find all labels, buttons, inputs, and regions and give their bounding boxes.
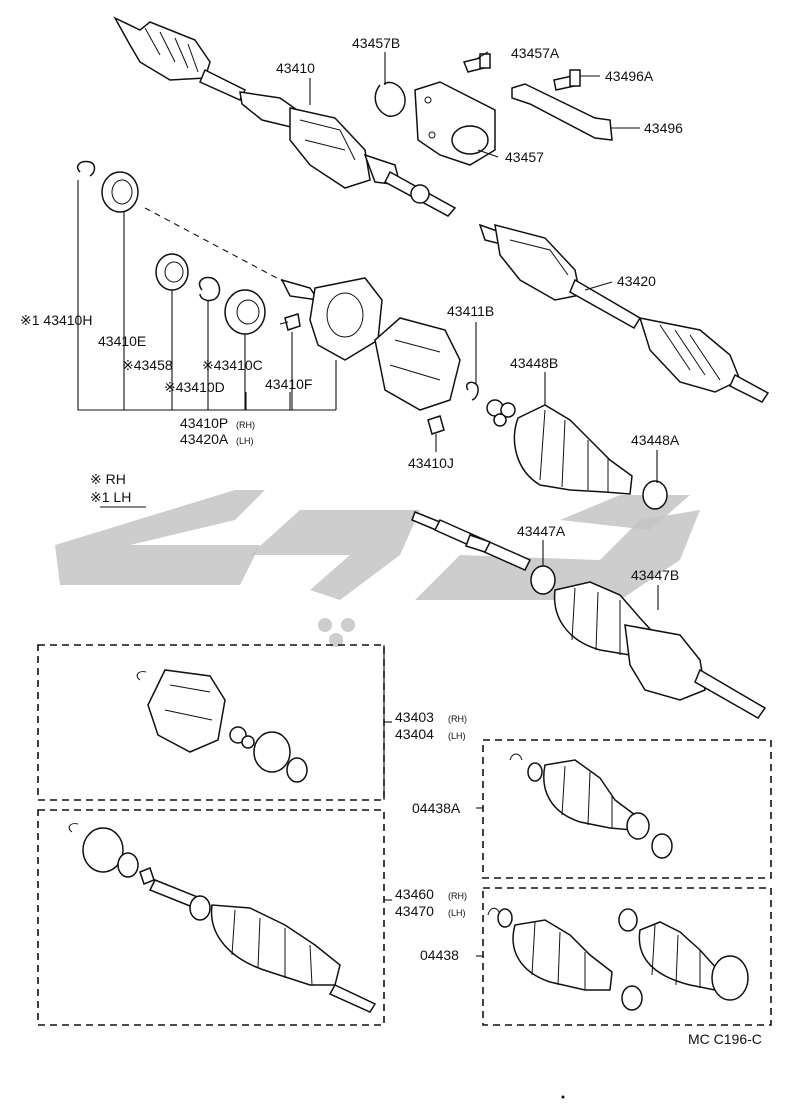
label-43404-side: (LH) bbox=[448, 731, 466, 741]
bearing-43410C[interactable] bbox=[224, 289, 266, 335]
bearing-bracket-43457[interactable] bbox=[414, 81, 496, 166]
label-43448B: 43448B bbox=[510, 355, 558, 371]
boot-43448B[interactable] bbox=[513, 404, 633, 495]
label-43457: 43457 bbox=[505, 149, 544, 165]
label-43410J: 43410J bbox=[408, 455, 454, 471]
legend-rh: ※ RH bbox=[90, 471, 126, 487]
drive-shaft-rh-assembly[interactable] bbox=[113, 16, 457, 217]
label-43460-side: (RH) bbox=[448, 891, 467, 901]
legend: ※ RH ※1 LH bbox=[90, 471, 146, 508]
label-43447B: 43447B bbox=[631, 567, 679, 583]
label-43411B: 43411B bbox=[447, 303, 494, 319]
snap-ring-43410H[interactable] bbox=[76, 160, 96, 177]
boot-kit-04438A[interactable] bbox=[509, 753, 673, 859]
label-43410D: ※43410D bbox=[164, 379, 225, 395]
leader-lines bbox=[77, 51, 659, 800]
label-04438: 04438 bbox=[420, 947, 459, 963]
legend-lh: ※1 LH bbox=[90, 489, 131, 505]
inboard-joint-43410P[interactable] bbox=[280, 277, 383, 361]
drive-shaft-kit[interactable] bbox=[68, 823, 377, 1013]
label-43410P: 43410P bbox=[180, 415, 228, 431]
label-43496A: 43496A bbox=[605, 68, 654, 84]
label-43410H: ※1 43410H bbox=[20, 312, 92, 328]
label-43420: 43420 bbox=[617, 273, 656, 289]
label-43447A: 43447A bbox=[517, 523, 566, 539]
label-43448A: 43448A bbox=[631, 432, 680, 448]
group-box-04438A bbox=[482, 739, 772, 879]
label-43496: 43496 bbox=[644, 120, 683, 136]
inboard-joint-kit[interactable] bbox=[136, 669, 308, 783]
figure-code: MC C196-C bbox=[688, 1031, 762, 1047]
label-43470-side: (LH) bbox=[448, 908, 466, 918]
label-43404: 43404 bbox=[395, 726, 434, 742]
label-43458: ※43458 bbox=[122, 357, 173, 373]
outer-race-43411B[interactable] bbox=[374, 317, 461, 411]
label-43403-side: (RH) bbox=[448, 714, 467, 724]
snap-ring-43410D[interactable] bbox=[198, 276, 221, 302]
label-43403: 43403 bbox=[395, 709, 434, 725]
bolt-43457A[interactable] bbox=[462, 53, 491, 73]
snap-ring-small[interactable] bbox=[465, 381, 479, 401]
oil-seal-43410E[interactable] bbox=[101, 171, 139, 213]
clamp-43447A[interactable] bbox=[530, 565, 556, 595]
snap-ring-43457B[interactable] bbox=[374, 81, 406, 117]
label-43410P-side: (RH) bbox=[236, 420, 255, 430]
label-43410C: ※43410C bbox=[202, 357, 263, 373]
label-43460: 43460 bbox=[395, 886, 434, 902]
watermark-logo bbox=[55, 490, 700, 647]
clamp-43448A[interactable] bbox=[642, 480, 668, 510]
seal-43458[interactable] bbox=[155, 253, 189, 291]
label-04438A: 04438A bbox=[412, 800, 461, 816]
label-43410: 43410 bbox=[276, 60, 315, 76]
drive-shaft-lh-assembly[interactable] bbox=[478, 223, 770, 403]
label-43470: 43470 bbox=[395, 903, 434, 919]
intermediate-shaft[interactable] bbox=[411, 511, 532, 571]
bolt-43410F[interactable] bbox=[279, 313, 301, 331]
group-box-43460 bbox=[37, 809, 385, 1026]
label-43410E: 43410E bbox=[98, 333, 146, 349]
dot-mark bbox=[561, 1095, 565, 1099]
nut-43410J[interactable] bbox=[427, 415, 445, 435]
label-43457B: 43457B bbox=[352, 35, 400, 51]
tripod-joint[interactable] bbox=[486, 399, 516, 427]
guide-line bbox=[144, 207, 291, 286]
boot-kit-04438[interactable] bbox=[487, 907, 749, 1011]
label-43410F: 43410F bbox=[265, 376, 312, 392]
label-43420A-side: (LH) bbox=[236, 436, 254, 446]
stay-43496[interactable] bbox=[511, 83, 613, 141]
boot-43447B[interactable] bbox=[553, 581, 767, 719]
label-43457A: 43457A bbox=[511, 45, 560, 61]
label-43420A: 43420A bbox=[180, 431, 229, 447]
bolt-43496A[interactable] bbox=[553, 69, 581, 91]
